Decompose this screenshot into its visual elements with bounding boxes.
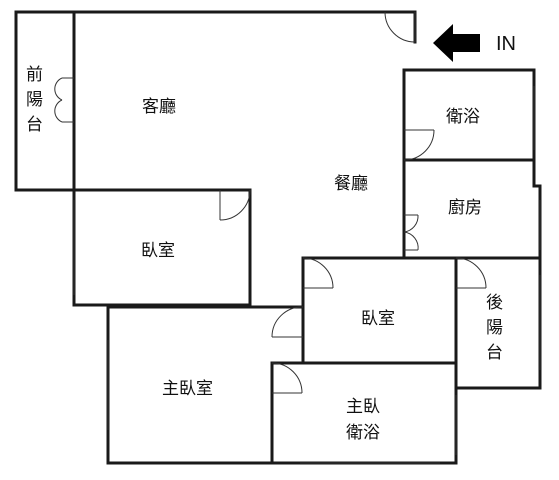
kitchen-door bbox=[403, 214, 419, 251]
rear-balcony-label-3: 台 bbox=[486, 343, 503, 363]
middle-bedroom-door bbox=[302, 257, 334, 289]
master-bath-label-2: 衛浴 bbox=[346, 423, 380, 443]
walls bbox=[14, 10, 542, 465]
entrance-marker: IN bbox=[433, 24, 516, 62]
front-balcony-label-2: 陽 bbox=[26, 90, 43, 110]
front-balcony-label-1: 前 bbox=[26, 65, 43, 85]
window-lines bbox=[73, 86, 541, 464]
balcony-door bbox=[54, 77, 74, 123]
kitchen-label: 廚房 bbox=[448, 197, 482, 218]
left-bedroom-door bbox=[219, 189, 251, 221]
master-bedroom-door bbox=[271, 306, 304, 338]
bathroom-door bbox=[403, 129, 435, 161]
master-bath-door bbox=[271, 362, 303, 394]
left-arrow-icon bbox=[433, 24, 480, 62]
room-labels: 前 陽 台 客廳 餐廳 衛浴 廚房 臥室 臥室 後 陽 台 主臥室 主臥 衛浴 bbox=[26, 65, 503, 443]
entrance-door bbox=[384, 11, 416, 43]
dining-room-label: 餐廳 bbox=[334, 174, 368, 194]
rear-balcony-door bbox=[455, 257, 487, 289]
rear-balcony-label-1: 後 bbox=[486, 293, 503, 313]
middle-bedroom-label: 臥室 bbox=[361, 309, 395, 329]
front-balcony-walls bbox=[14, 10, 76, 192]
rear-balcony-label-2: 陽 bbox=[486, 318, 503, 338]
left-bedroom-label: 臥室 bbox=[141, 241, 175, 261]
living-room-label: 客廳 bbox=[142, 97, 176, 117]
front-balcony-label-3: 台 bbox=[26, 115, 43, 135]
master-bath-label-1: 主臥 bbox=[346, 397, 380, 417]
master-bedroom-label: 主臥室 bbox=[162, 379, 213, 399]
bathroom-label: 衛浴 bbox=[446, 107, 480, 127]
doors bbox=[54, 11, 487, 394]
entrance-label: IN bbox=[496, 33, 516, 55]
top-wall bbox=[72, 10, 417, 44]
